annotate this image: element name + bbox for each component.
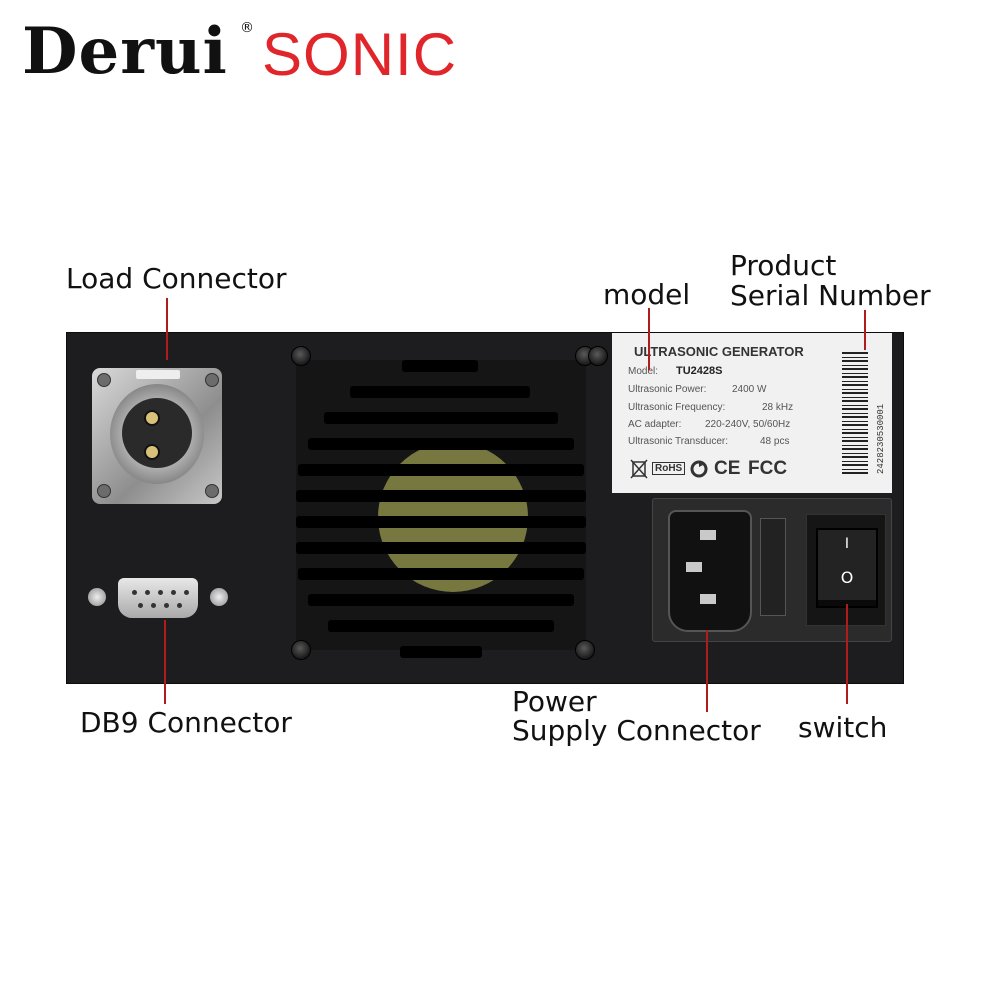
grille-slot <box>308 594 574 606</box>
screw-icon <box>575 640 595 660</box>
callout-load-connector: Load Connector <box>66 262 287 295</box>
recycle-icon <box>690 460 708 478</box>
grille-slot <box>298 568 584 580</box>
callout-line-switch <box>846 604 848 704</box>
hex-post-icon <box>210 588 228 606</box>
callout-serial-line2: Serial Number <box>730 279 931 312</box>
db9-pin <box>151 603 156 608</box>
grille-slot <box>400 646 482 658</box>
grille-slot <box>324 412 558 424</box>
model-label: Model: <box>628 366 659 377</box>
rohs-mark: RoHS <box>652 462 686 475</box>
callout-switch: switch <box>798 711 888 744</box>
db9-pin <box>171 590 176 595</box>
grille-slot <box>296 542 586 554</box>
screw-icon <box>97 484 111 498</box>
screw-icon <box>291 346 311 366</box>
db9-pin <box>138 603 143 608</box>
db9-pin <box>132 590 137 595</box>
screw-icon <box>97 373 111 387</box>
switch-off-symbol: O <box>840 568 854 587</box>
power-value: 2400 W <box>732 384 767 395</box>
power-label: Ultrasonic Power: <box>628 384 707 395</box>
grille-slot <box>402 360 478 372</box>
callout-power-line1: Power <box>512 685 597 718</box>
callout-line-serial <box>864 310 866 350</box>
screw-icon <box>205 484 219 498</box>
db9-pin <box>158 590 163 595</box>
db9-pin <box>145 590 150 595</box>
grille-slot <box>308 438 574 450</box>
ce-mark: CE <box>714 458 741 479</box>
weee-bin-icon <box>630 458 648 480</box>
power-switch[interactable] <box>816 528 878 608</box>
callout-db9-connector: DB9 Connector <box>80 706 292 739</box>
screw-icon <box>205 373 219 387</box>
callout-line-model <box>648 308 650 370</box>
serial-number: 2428230530001 <box>876 403 886 474</box>
fcc-mark: FCC <box>748 458 788 479</box>
fuse-holder <box>760 518 786 616</box>
iec-pin <box>686 562 702 572</box>
connector-pin <box>144 410 160 426</box>
callout-line-power <box>706 630 708 712</box>
registered-mark: ® <box>240 20 254 36</box>
brand-logo-derui: Derui <box>22 14 228 89</box>
callout-serial-line1: Product <box>730 249 837 282</box>
model-value: TU2428S <box>676 365 723 377</box>
adapter-value: 220-240V, 50/60Hz <box>705 419 791 430</box>
hex-post-icon <box>88 588 106 606</box>
connector-pin <box>144 444 160 460</box>
db9-pin <box>184 590 189 595</box>
switch-on-symbol: I <box>844 536 850 552</box>
callout-model: model <box>603 278 691 311</box>
grille-slot <box>328 620 554 632</box>
serial-barcode <box>842 350 868 474</box>
transducer-value: 48 pcs <box>760 436 790 447</box>
callout-line-load <box>166 298 168 360</box>
screw-icon <box>588 346 608 366</box>
iec-pin <box>700 594 716 604</box>
frequency-value: 28 kHz <box>762 402 794 413</box>
iec-pin <box>700 530 716 540</box>
connector-tag <box>136 370 180 379</box>
nameplate-title: ULTRASONIC GENERATOR <box>634 344 804 359</box>
power-supply-connector[interactable] <box>668 510 752 632</box>
grille-slot <box>296 516 586 528</box>
db9-pin <box>177 603 182 608</box>
screw-icon <box>291 640 311 660</box>
callout-line-db9 <box>164 620 166 704</box>
brand-logo-sonic: SONIC <box>262 21 458 88</box>
frequency-label: Ultrasonic Frequency: <box>628 402 726 413</box>
grille-slot <box>350 386 530 398</box>
grille-slot <box>296 490 586 502</box>
transducer-label: Ultrasonic Transducer: <box>628 436 729 447</box>
db9-pin <box>164 603 169 608</box>
adapter-label: AC adapter: <box>628 419 682 430</box>
callout-power-line2: Supply Connector <box>512 714 761 747</box>
grille-slot <box>298 464 584 476</box>
db9-connector[interactable] <box>118 578 198 618</box>
